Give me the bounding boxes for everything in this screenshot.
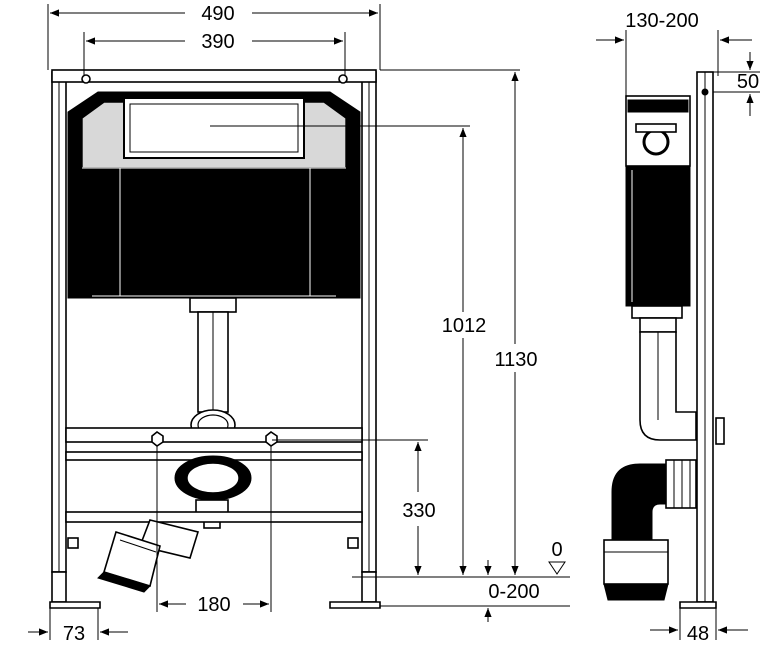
dim-0-200: 0-200 bbox=[488, 581, 539, 603]
bolt-crossbar bbox=[65, 427, 363, 443]
dim-330: 330 bbox=[402, 500, 435, 522]
left-foot bbox=[51, 571, 67, 603]
flush-plate-cutout bbox=[123, 97, 305, 159]
dim-1012: 1012 bbox=[442, 315, 487, 337]
dimension-lines bbox=[28, 4, 760, 640]
cistern bbox=[67, 91, 361, 299]
dim-180: 180 bbox=[197, 594, 230, 616]
cistern-side bbox=[625, 95, 691, 333]
dim-490: 490 bbox=[201, 3, 234, 25]
dim-48: 48 bbox=[687, 623, 709, 645]
dim-130-200: 130-200 bbox=[625, 10, 698, 32]
dim-73: 73 bbox=[63, 623, 85, 645]
top-rail bbox=[51, 69, 377, 83]
waste-pipe bbox=[97, 519, 200, 593]
front-view bbox=[49, 69, 381, 609]
dim-1130: 1130 bbox=[494, 349, 537, 371]
side-view bbox=[603, 71, 725, 609]
flush-pipe-side bbox=[639, 331, 697, 441]
dim-390: 390 bbox=[201, 31, 234, 53]
bottom-crossbar bbox=[65, 511, 363, 523]
dim-0: 0 bbox=[551, 539, 562, 561]
waste-bend-side bbox=[603, 459, 697, 601]
flush-pipe bbox=[189, 297, 237, 441]
dim-50: 50 bbox=[737, 71, 759, 93]
dimension-labels: 490 390 130-200 50 1012 1130 330 0 0-200… bbox=[63, 3, 759, 645]
